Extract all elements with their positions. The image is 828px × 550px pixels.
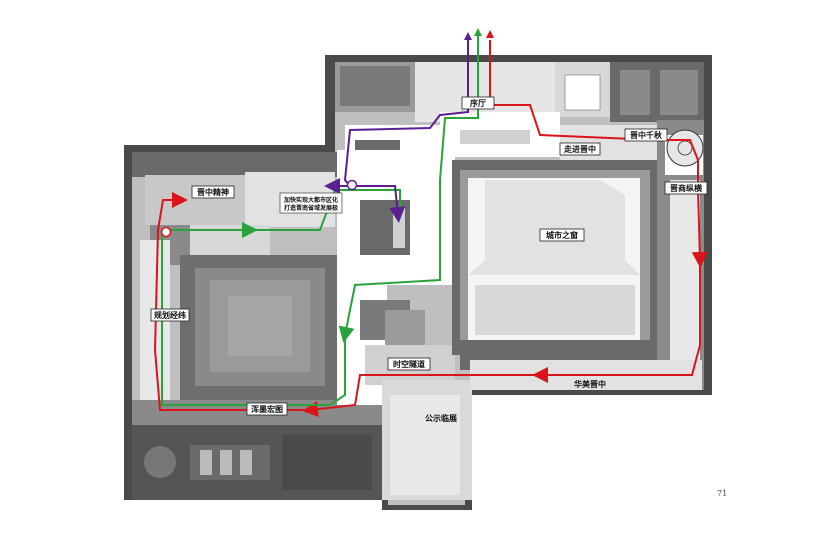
label-jin-zhong-qian-qiu: 晋中千秋 [624, 128, 668, 142]
label-planning: 规划经纬 [150, 308, 190, 322]
page-number: 71 [717, 489, 728, 498]
note-line-2: 打造晋南省域发展极 [284, 204, 339, 212]
central-core [337, 150, 472, 500]
route-node-north [346, 179, 358, 191]
label-zou-jin-jin-zhong-text: 走进晋中 [563, 144, 596, 154]
label-planning-note: 加快实现大都市区化 打造晋南省域发展极 [279, 192, 343, 214]
note-line-1: 加快实现大都市区化 [283, 196, 338, 204]
label-time-tunnel: 时空隧道 [387, 357, 431, 371]
label-public-exhibition-text: 公示临展 [425, 413, 457, 423]
entry-arrows [464, 28, 494, 40]
north-rooms [335, 62, 704, 162]
label-jin-zhong-jing-shen: 晋中精神 [191, 185, 235, 199]
label-jin-zhong-qian-qiu-text: 晋中千秋 [630, 130, 663, 140]
label-hua-mei-jin-zhong: 华美晋中 [574, 379, 606, 389]
label-preface-text: 序厅 [470, 98, 486, 108]
label-preface: 序厅 [461, 96, 495, 110]
label-zou-jin-jin-zhong: 走进晋中 [559, 142, 601, 156]
label-hanmo-text: 浑墨宏图 [251, 404, 283, 414]
label-jin-zhong-jing-shen-text: 晋中精神 [197, 187, 229, 197]
label-hanmo: 浑墨宏图 [246, 402, 288, 416]
label-time-tunnel-text: 时空隧道 [393, 359, 425, 369]
label-city-window: 城市之窗 [539, 228, 585, 242]
west-wing [132, 152, 387, 500]
label-jin-shang-zong-heng-text: 晋商纵横 [670, 183, 703, 193]
city-window-hall [452, 160, 660, 370]
label-city-window-text: 城市之窗 [546, 230, 578, 240]
route-node-west [160, 226, 172, 238]
label-planning-text: 规划经纬 [154, 310, 186, 320]
label-hua-mei-jin-zhong-text: 华美晋中 [574, 379, 606, 389]
label-jin-shang-zong-heng: 晋商纵横 [664, 181, 708, 195]
label-public-exhibition: 公示临展 [425, 413, 457, 423]
